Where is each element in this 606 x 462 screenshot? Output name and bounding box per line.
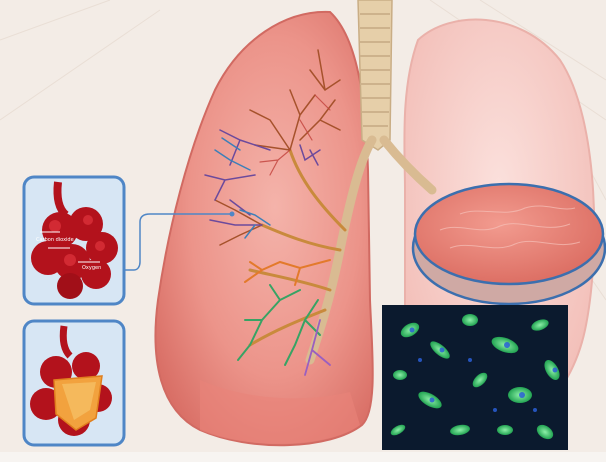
inset-label-oxygen: Oxygen (82, 266, 101, 271)
inset-label-carbon-dioxide: Carbon dioxide (36, 238, 74, 243)
culture-dish (413, 184, 605, 304)
bottom-margin (0, 452, 606, 462)
alveolus-inset-bottom (24, 321, 124, 445)
fluorescence-micrograph (382, 305, 568, 450)
